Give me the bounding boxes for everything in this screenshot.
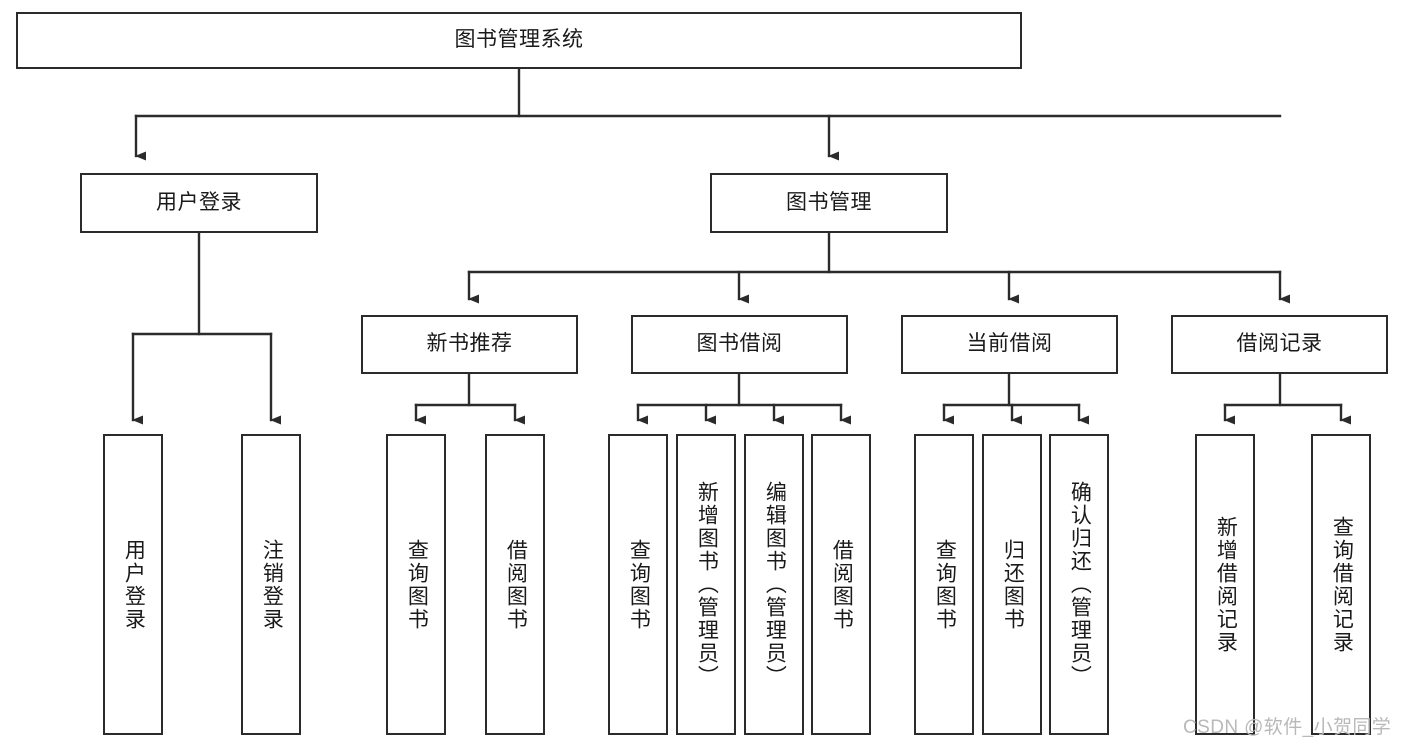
leaf-user-login-signout[interactable]: 注销登录 bbox=[241, 434, 301, 735]
node-current-borrow[interactable]: 当前借阅 bbox=[901, 315, 1118, 374]
leaf-borrow-add-book-admin[interactable]: 新增图书（管理员） bbox=[676, 434, 736, 735]
node-book-borrow[interactable]: 图书借阅 bbox=[631, 315, 848, 374]
leaf-recommend-query-book[interactable]: 查询图书 bbox=[386, 434, 446, 735]
csdn-watermark: CSDN @软件_小贺同学 bbox=[1183, 717, 1392, 738]
node-label: 新书推荐 bbox=[426, 332, 513, 356]
node-label: 新增借阅记录 bbox=[1214, 515, 1238, 654]
node-label: 注销登录 bbox=[260, 538, 284, 631]
node-label: 图书借阅 bbox=[696, 332, 783, 356]
node-label: 查询图书 bbox=[405, 538, 429, 631]
node-borrow-record[interactable]: 借阅记录 bbox=[1171, 315, 1388, 374]
node-label: 借阅图书 bbox=[504, 538, 528, 631]
node-label: 查询图书 bbox=[627, 538, 651, 631]
node-label: 借阅记录 bbox=[1236, 332, 1323, 356]
leaf-borrow-edit-book-admin[interactable]: 编辑图书（管理员） bbox=[744, 434, 804, 735]
node-label: 归还图书 bbox=[1001, 538, 1025, 631]
node-label: 图书管理系统 bbox=[454, 28, 584, 52]
node-label: 查询借阅记录 bbox=[1330, 515, 1354, 654]
node-label: 编辑图书（管理员） bbox=[763, 481, 787, 688]
leaf-borrow-query-book[interactable]: 查询图书 bbox=[608, 434, 668, 735]
leaf-record-query-record[interactable]: 查询借阅记录 bbox=[1311, 434, 1371, 735]
node-user-login[interactable]: 用户登录 bbox=[80, 173, 318, 233]
node-new-book-recommend[interactable]: 新书推荐 bbox=[361, 315, 578, 374]
leaf-current-confirm-return-admin[interactable]: 确认归还（管理员） bbox=[1049, 434, 1109, 735]
leaf-current-query-book[interactable]: 查询图书 bbox=[914, 434, 974, 735]
node-label: 借阅图书 bbox=[830, 538, 854, 631]
leaf-recommend-borrow-book[interactable]: 借阅图书 bbox=[485, 434, 545, 735]
leaf-record-add-record[interactable]: 新增借阅记录 bbox=[1195, 434, 1255, 735]
node-label: 确认归还（管理员） bbox=[1068, 481, 1092, 688]
leaf-borrow-borrow-book[interactable]: 借阅图书 bbox=[811, 434, 871, 735]
node-label: 新增图书（管理员） bbox=[695, 481, 719, 688]
node-label: 用户登录 bbox=[122, 538, 146, 631]
node-label: 当前借阅 bbox=[966, 332, 1053, 356]
node-root-system[interactable]: 图书管理系统 bbox=[16, 12, 1022, 69]
node-label: 图书管理 bbox=[786, 190, 872, 214]
node-label: 用户登录 bbox=[156, 190, 242, 214]
leaf-current-return-book[interactable]: 归还图书 bbox=[982, 434, 1042, 735]
node-book-management[interactable]: 图书管理 bbox=[710, 173, 948, 233]
node-label: 查询图书 bbox=[933, 538, 957, 631]
leaf-user-login-signin[interactable]: 用户登录 bbox=[103, 434, 163, 735]
